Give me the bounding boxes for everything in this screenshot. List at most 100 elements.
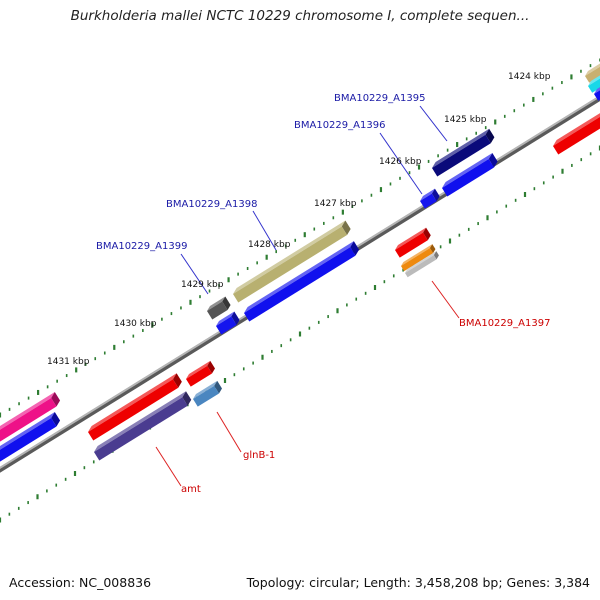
genome-stats-text: Topology: circular; Length: 3,458,208 bp… <box>246 575 590 590</box>
gene-bar-bma1397-gray-top <box>405 251 437 273</box>
gene-bar-glnb1-steel-top <box>193 380 218 399</box>
leader-bma1396 <box>379 132 423 195</box>
outer-tick <box>189 299 192 305</box>
gene-bar-pink-cds <box>0 412 61 462</box>
outer-tick <box>27 396 30 400</box>
gene-bar-bma1398-top-end <box>341 220 351 236</box>
gene-bar-far-right-cyan-top <box>588 75 600 86</box>
outer-tick <box>161 317 163 321</box>
gene-bar-glnb1-red-top <box>186 360 211 379</box>
gene-bar-glnb1-red <box>186 360 215 387</box>
outer-tick <box>142 328 144 332</box>
inner-tick <box>298 331 302 337</box>
outer-tick <box>65 374 68 378</box>
outer-tick <box>36 389 40 395</box>
tick-label-1429: 1429 kbp <box>181 280 224 290</box>
outer-tick <box>151 322 154 328</box>
gene-bar-bma1397-gray <box>405 251 439 278</box>
gene-label-bma1395[interactable]: BMA10229_A1395 <box>334 93 425 104</box>
gene-bar-bma1395-top <box>432 128 495 177</box>
gene-bar-bma1398-cds-top <box>244 241 354 313</box>
outer-tick <box>379 187 383 193</box>
gene-bar-far-right-red <box>553 113 600 155</box>
inner-tick <box>467 227 470 231</box>
gene-bar-bma1399-cds-top <box>216 311 235 326</box>
leader-bma1398 <box>252 210 277 251</box>
gene-label-bma1399[interactable]: BMA10229_A1399 <box>96 241 187 252</box>
gene-bar-bma1395-cds-top <box>442 153 493 188</box>
inner-tick <box>289 338 292 342</box>
outer-tick <box>523 103 525 107</box>
gene-bar-pink <box>0 392 61 442</box>
gene-bar-bma1395-top-end <box>485 128 495 144</box>
gene-bar-bma1395-cds <box>442 153 498 197</box>
inner-tick <box>0 517 2 523</box>
inner-tick <box>505 204 508 208</box>
gene-bar-pink-end <box>51 392 61 407</box>
outer-tick <box>370 193 373 197</box>
gene-bar-bma1397-orange-face <box>401 248 434 272</box>
gene-bar-glnb1-red-end <box>207 360 215 374</box>
inner-tick <box>261 354 264 360</box>
inner-tick <box>383 280 386 284</box>
label-leaders <box>155 105 460 487</box>
gene-label-bma1398[interactable]: BMA10229_A1398 <box>166 199 257 210</box>
gene-bar-bma1398-cds-end <box>350 241 360 256</box>
outer-tick <box>389 182 392 186</box>
inner-tick <box>308 326 311 330</box>
gene-bar-bma1396-top <box>420 188 435 201</box>
gene-bar-bma1396-face <box>420 193 437 209</box>
gene-bar-far-right-tan <box>585 63 600 83</box>
outer-tick <box>427 159 430 163</box>
outer-tick <box>132 334 135 338</box>
gene-bar-glnb1-steel-face <box>193 385 219 407</box>
outer-tick <box>437 154 439 158</box>
outer-tick <box>56 379 58 383</box>
gene-bar-pink-cds-end <box>51 412 61 427</box>
outer-tick <box>237 272 239 276</box>
gene-bar-bma1395-top-top <box>432 128 490 168</box>
inner-tick <box>92 460 95 464</box>
outer-tick <box>313 227 316 231</box>
inner-tick <box>477 222 479 226</box>
gene-bar-far-right-tan-face <box>585 66 600 83</box>
gene-label-glnb1[interactable]: glnB-1 <box>243 450 275 461</box>
inner-tick <box>317 320 320 324</box>
outer-tick <box>399 176 401 180</box>
outer-tick <box>180 306 182 310</box>
gene-bar-amt-red-top <box>88 373 177 432</box>
gene-bar-bma1399-top-end <box>222 296 231 311</box>
gene-bar-glnb1-red-face <box>186 365 212 387</box>
outer-tick <box>589 64 592 68</box>
outer-tick <box>475 131 477 135</box>
outer-tick <box>75 367 78 373</box>
gene-bar-bma1397-orange-top <box>401 244 433 266</box>
gene-bar-bma1397-gray-face <box>405 255 437 278</box>
inner-tick <box>64 477 67 481</box>
gene-bar-amt-purple-face <box>94 397 188 461</box>
gene-bar-bma1396 <box>420 188 440 209</box>
gene-bar-pink-top <box>0 392 55 430</box>
tick-label-1428: 1428 kbp <box>248 240 291 250</box>
inner-tick <box>252 361 254 365</box>
outer-tick <box>361 199 363 203</box>
inner-tick <box>392 274 395 278</box>
inner-tick <box>336 308 339 314</box>
inner-tick <box>242 367 245 371</box>
outer-tick <box>103 351 106 355</box>
gene-label-bma1396[interactable]: BMA10229_A1396 <box>294 120 385 131</box>
gene-bar-amt-purple-top <box>94 391 186 452</box>
gene-label-bma1397[interactable]: BMA10229_A1397 <box>459 318 550 329</box>
gene-bar-bma1396-end <box>431 188 440 202</box>
gene-bar-bma1398-cds-face <box>244 247 356 322</box>
gene-bar-amt-red-face <box>88 379 179 441</box>
gene-bar-bma1399-cds-end <box>231 311 240 326</box>
inner-tick <box>373 285 377 290</box>
outer-tick <box>18 402 20 406</box>
gene-label-amt[interactable]: amt <box>181 484 201 495</box>
outer-tick <box>265 254 268 260</box>
outer-tick <box>123 340 125 344</box>
gene-bar-bma1398-top <box>233 220 351 303</box>
inner-tick <box>280 344 283 348</box>
outer-tick <box>494 119 497 125</box>
